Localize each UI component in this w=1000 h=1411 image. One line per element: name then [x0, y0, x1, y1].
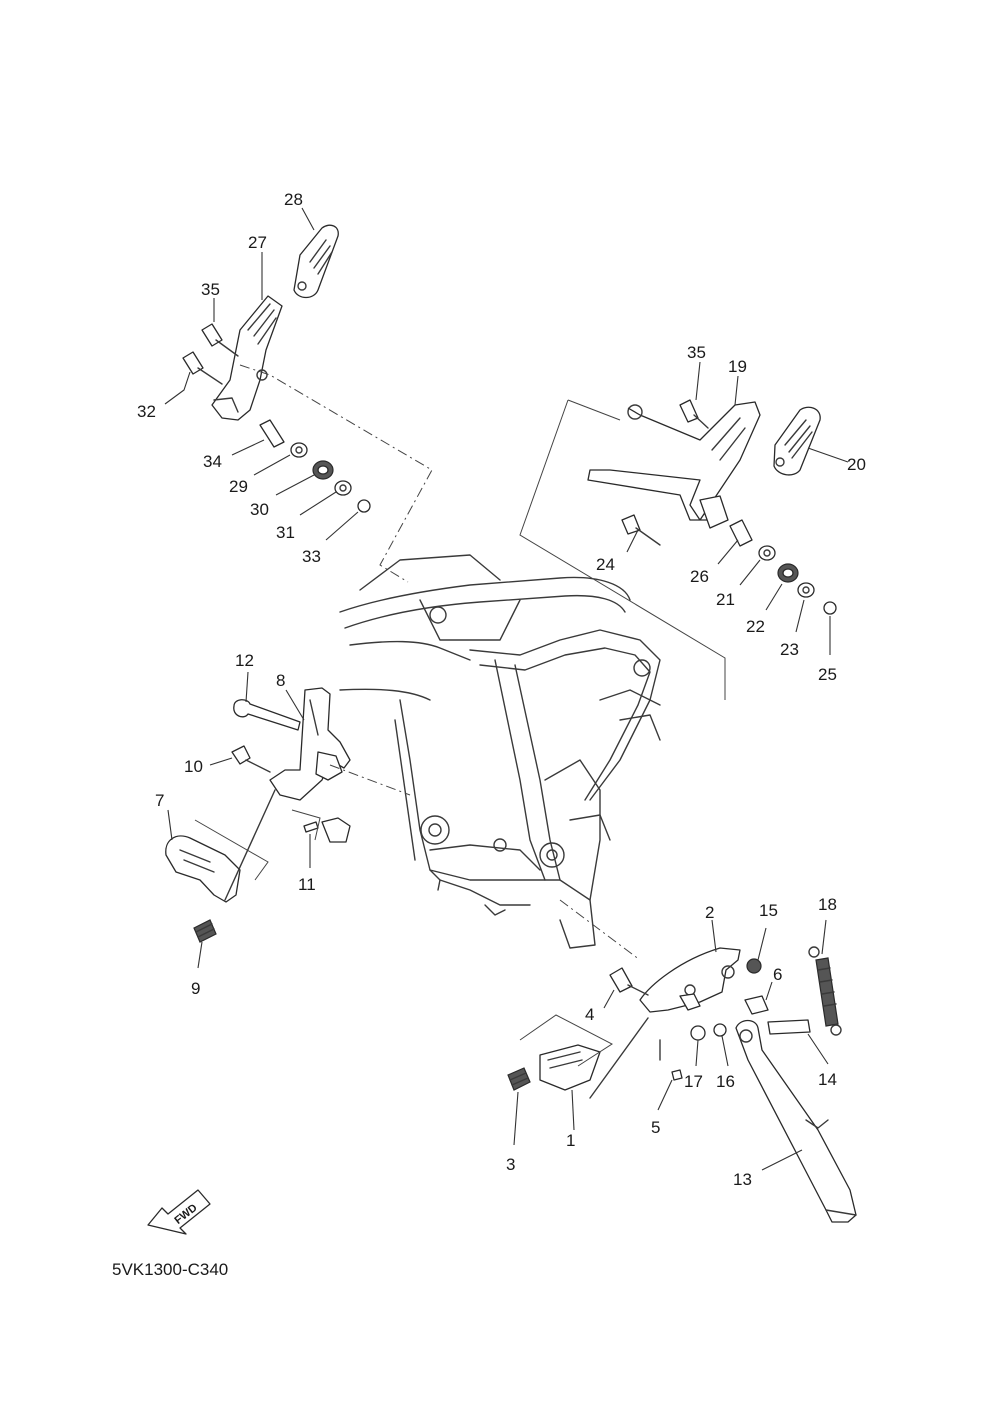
part-14-bolt [767, 1019, 811, 1035]
part-28-footrest [293, 224, 339, 299]
callout-22: 22 [746, 617, 765, 636]
callout-35-right: 35 [687, 343, 706, 362]
part-33-cotter-pin [357, 499, 371, 513]
part-32-bolt [182, 351, 204, 375]
callout-10: 10 [184, 757, 203, 776]
forward-direction-arrow: FWD [147, 1189, 211, 1235]
callout-5: 5 [651, 1118, 660, 1137]
callout-2: 2 [705, 903, 714, 922]
part-11-pin [303, 821, 319, 833]
part-23-washer [797, 582, 815, 598]
callout-9: 9 [191, 979, 200, 998]
right-passenger-footrest-assembly [519, 399, 837, 700]
callout-31: 31 [276, 523, 295, 542]
part-27-bracket [211, 295, 283, 421]
main-frame [339, 554, 661, 949]
part-35-bolt-right [679, 399, 699, 423]
callout-7: 7 [155, 791, 164, 810]
rider-footrest-assembly [165, 687, 411, 943]
callout-27: 27 [248, 233, 267, 252]
part-19-bracket [587, 401, 761, 521]
callout-33: 33 [302, 547, 321, 566]
callout-23: 23 [780, 640, 799, 659]
callout-15: 15 [759, 901, 778, 920]
callout-29: 29 [229, 477, 248, 496]
callout-19: 19 [728, 357, 747, 376]
part-17-washer [690, 1025, 706, 1041]
callout-20: 20 [847, 455, 866, 474]
callout-8: 8 [276, 671, 285, 690]
callout-18: 18 [818, 895, 837, 914]
part-2-bracket [639, 947, 741, 1013]
part-16-washer [713, 1023, 727, 1037]
callout-25: 25 [818, 665, 837, 684]
callout-11: 11 [298, 875, 316, 894]
callout-32: 32 [137, 402, 156, 421]
callout-35-left: 35 [201, 280, 220, 299]
part-8-bracket [269, 687, 351, 801]
callout-28: 28 [284, 190, 303, 209]
part-21-washer [758, 545, 776, 561]
part-26-pin [729, 519, 753, 547]
callout-12: 12 [235, 651, 254, 670]
callout-13: 13 [733, 1170, 752, 1189]
callout-30: 30 [250, 500, 269, 519]
callout-4: 4 [585, 1005, 594, 1024]
leader-lines [164, 207, 849, 1171]
part-18-spring [815, 957, 839, 1027]
callout-16: 16 [716, 1072, 735, 1091]
part-15-nut [746, 958, 762, 974]
part-25-cotter-pin [823, 601, 837, 615]
part-4-bolt [609, 967, 633, 993]
callout-34: 34 [203, 452, 222, 471]
callout-17: 17 [684, 1072, 703, 1091]
part-34-pin [259, 419, 285, 448]
part-13-sidestand [735, 1019, 857, 1223]
callout-6: 6 [773, 965, 782, 984]
sidestand-assembly [507, 899, 857, 1223]
part-5-pin [671, 1069, 683, 1081]
left-passenger-footrest-assembly [182, 224, 433, 583]
callout-21: 21 [716, 590, 735, 609]
callout-1: 1 [566, 1131, 575, 1150]
part-6-bolt [744, 995, 769, 1015]
callout-3: 3 [506, 1155, 515, 1174]
part-31-washer [334, 480, 352, 496]
callout-14: 14 [818, 1070, 837, 1089]
callout-24: 24 [596, 555, 615, 574]
part-29-washer [290, 442, 308, 458]
diagram-code: 5VK1300-C340 [112, 1260, 229, 1279]
part-10-bolt [231, 745, 251, 765]
callout-26: 26 [690, 567, 709, 586]
part-12-bolt [233, 699, 301, 731]
callout-numbers: 1 2 3 4 5 6 7 8 9 10 11 12 13 14 15 16 1… [137, 190, 866, 1189]
part-1-pedal [539, 1044, 601, 1091]
